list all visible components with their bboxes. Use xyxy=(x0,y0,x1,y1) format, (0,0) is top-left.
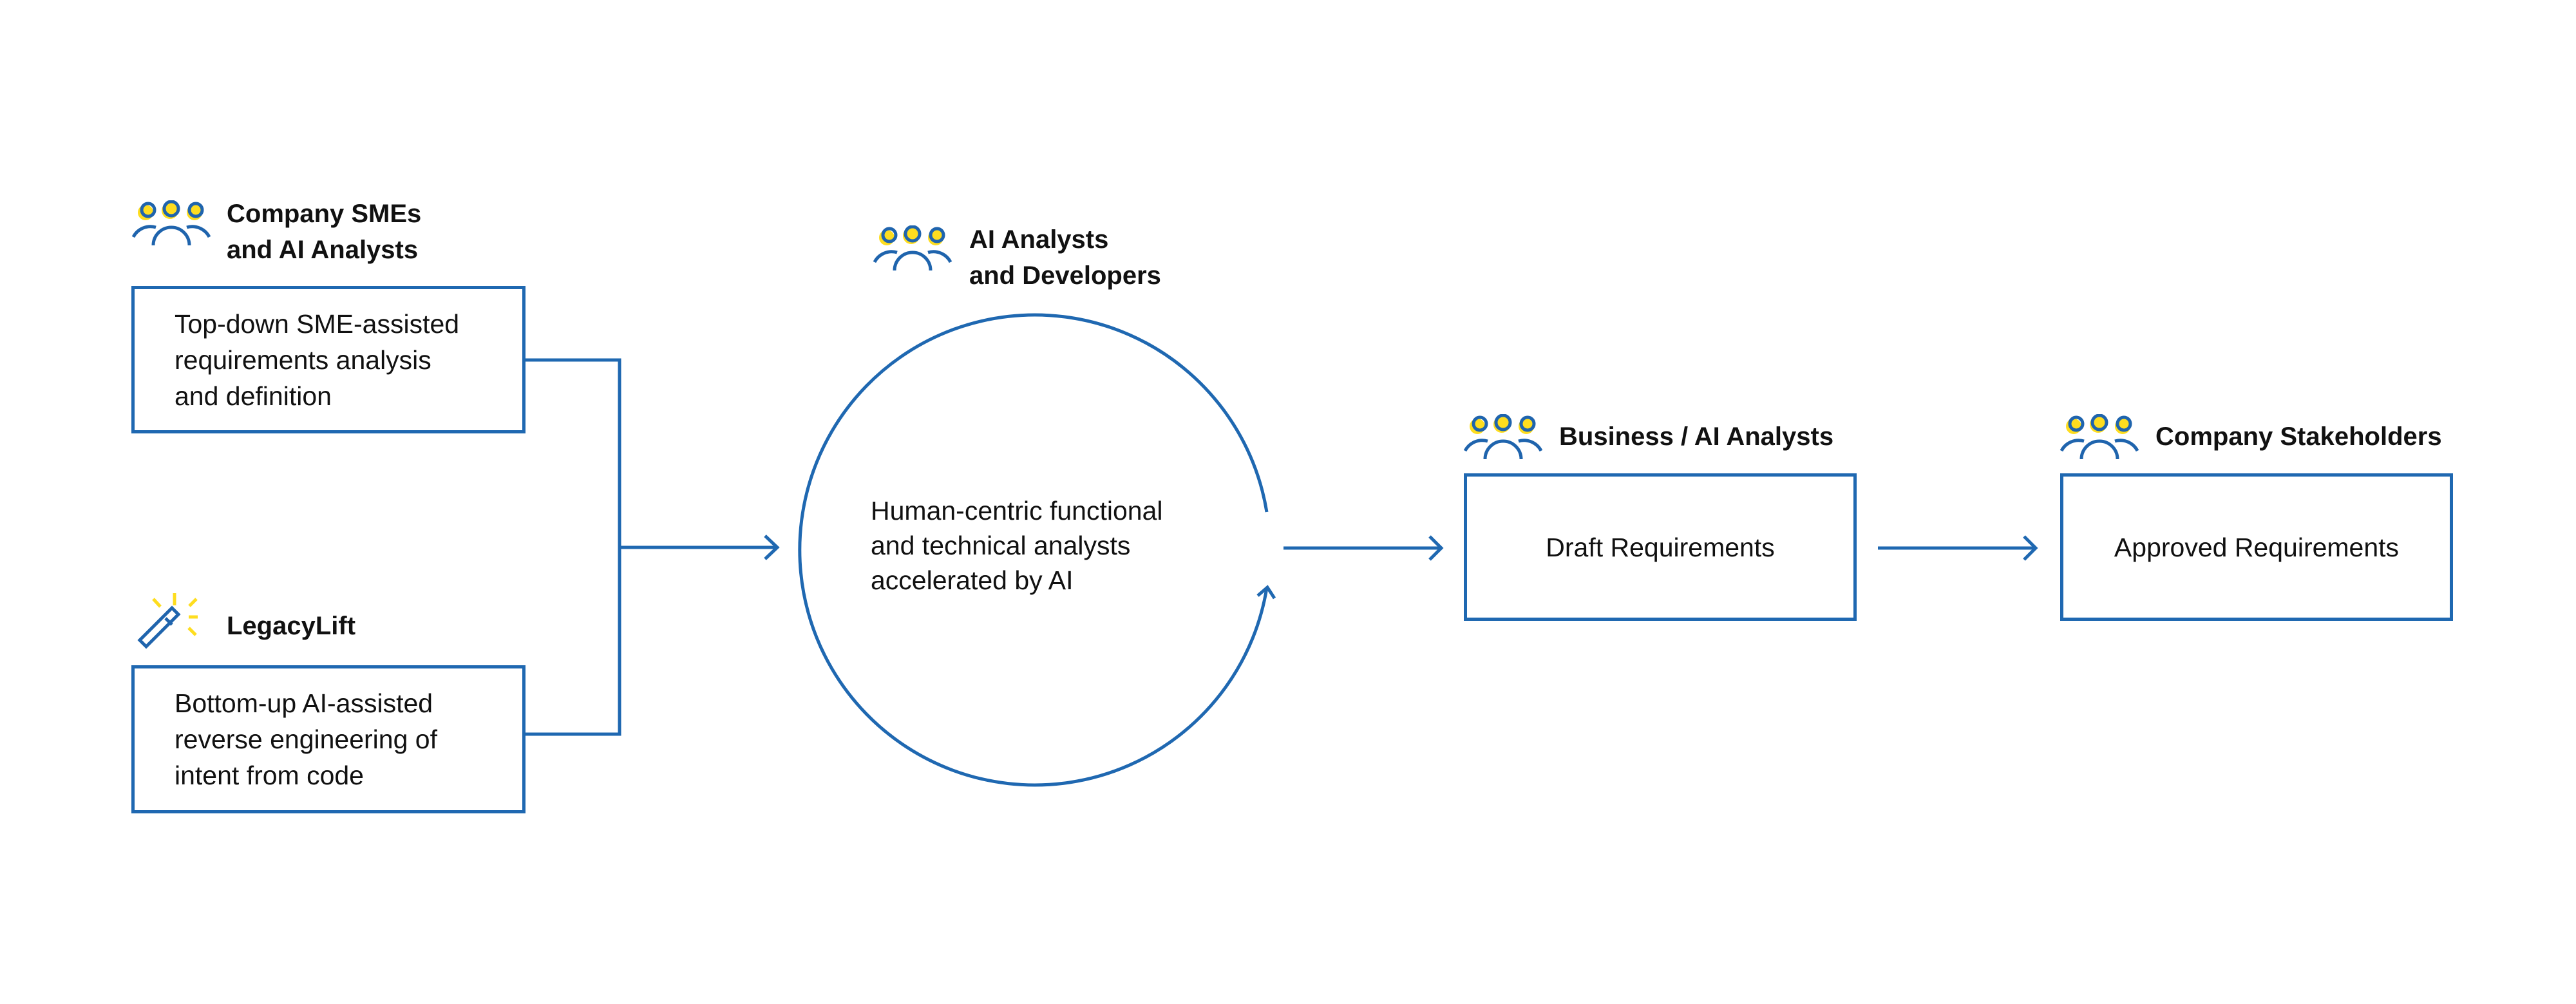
box-text: Approved Requirements xyxy=(2114,532,2400,562)
arrow-to-cycle xyxy=(620,535,780,560)
cycle-arrowhead xyxy=(1256,585,1276,600)
text-line: Human-centric functional xyxy=(871,496,1163,526)
role-label-stakeholders: Company Stakeholders xyxy=(2155,422,2442,451)
box-text: Top-down SME-assisted requirements analys… xyxy=(135,306,459,414)
people-icon xyxy=(2060,414,2139,460)
people-icon xyxy=(1463,414,1543,460)
text-line: reverse engineering of xyxy=(175,725,437,754)
approved-requirements-box: Approved Requirements xyxy=(2060,473,2453,621)
cycle-text: Human-centric functional and technical an… xyxy=(871,493,1162,598)
role-line: Company SMEs xyxy=(227,200,422,228)
box-text: Draft Requirements xyxy=(1546,532,1775,562)
connector-top xyxy=(526,358,621,736)
text-line: and definition xyxy=(175,381,332,411)
text-line: Bottom-up AI-assisted xyxy=(175,688,433,718)
top-down-box: Top-down SME-assisted requirements analys… xyxy=(131,286,526,433)
role-label-business: Business / AI Analysts xyxy=(1559,422,1834,451)
text-line: and technical analysts xyxy=(871,531,1131,560)
magic-wand-icon xyxy=(137,593,198,649)
people-icon xyxy=(873,225,952,271)
arrow-to-approved xyxy=(1878,535,2038,561)
role-line: AI Analysts xyxy=(969,225,1109,254)
role-label-smes: Company SMEs and AI Analysts xyxy=(227,196,421,268)
text-line: Top-down SME-assisted xyxy=(175,308,460,339)
text-line: accelerated by AI xyxy=(871,565,1074,595)
text-line: intent from code xyxy=(175,761,364,790)
role-line: and AI Analysts xyxy=(227,236,419,264)
bottom-up-box: Bottom-up AI-assisted reverse engineering… xyxy=(131,665,526,813)
arrow-to-draft xyxy=(1283,535,1444,561)
role-label-ai-devs: AI Analysts and Developers xyxy=(969,222,1161,294)
role-line: and Developers xyxy=(969,261,1161,290)
text-line: requirements analysis xyxy=(175,345,431,375)
legacylift-label: LegacyLift xyxy=(227,612,356,640)
cycle-arc xyxy=(798,313,1269,787)
draft-requirements-box: Draft Requirements xyxy=(1464,473,1857,621)
people-icon xyxy=(131,200,211,246)
box-text: Bottom-up AI-assisted reverse engineering… xyxy=(135,685,437,793)
